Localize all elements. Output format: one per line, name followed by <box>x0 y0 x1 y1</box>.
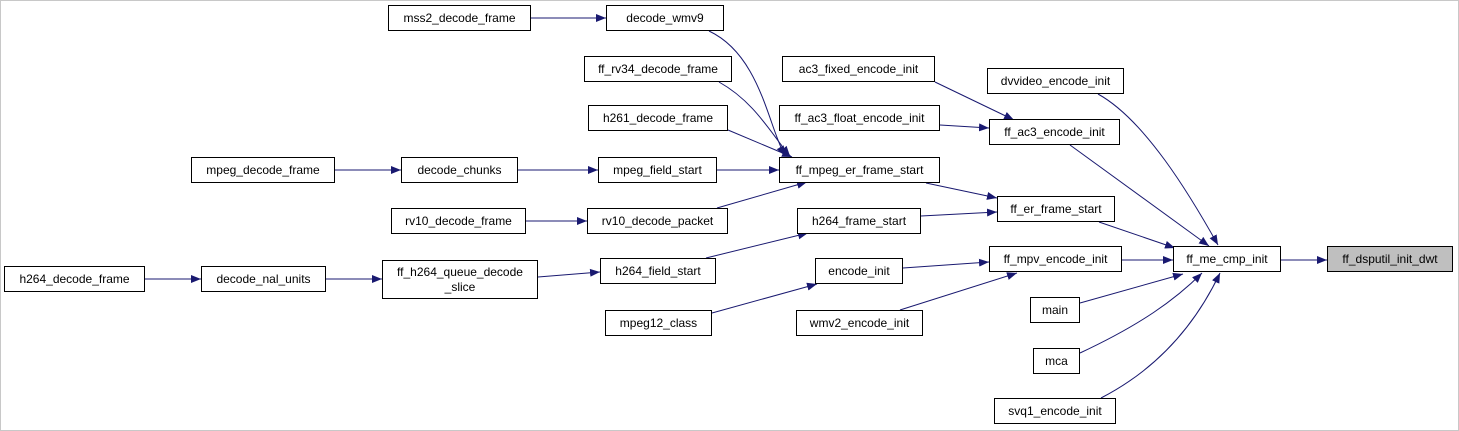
node-label: ff_ac3_encode_init <box>1004 124 1105 139</box>
edge-decode-wmv9-to-ff-mpeg-er-frame-start <box>708 30 786 157</box>
node-label: ff_mpv_encode_init <box>1003 251 1108 266</box>
node-label: decode_wmv9 <box>626 10 704 25</box>
edge-rv34-to-ff-mpeg-er-frame-start <box>718 81 791 157</box>
node-label: svq1_encode_init <box>1008 403 1102 418</box>
node-h261-decode-frame[interactable]: h261_decode_frame <box>588 105 728 131</box>
node-label: encode_init <box>828 263 890 278</box>
node-label: main <box>1041 302 1068 317</box>
node-ff-rv34-decode-frame[interactable]: ff_rv34_decode_frame <box>584 56 732 82</box>
node-label: mpeg_field_start <box>613 162 702 177</box>
node-label-line-1: ff_h264_queue_decode <box>397 264 523 279</box>
node-label: dvvideo_encode_init <box>1000 73 1111 88</box>
node-mpeg12-class[interactable]: mpeg12_class <box>605 310 712 336</box>
node-label: decode_nal_units <box>216 271 311 286</box>
node-mca[interactable]: mca <box>1033 348 1080 374</box>
node-decode-nal-units[interactable]: decode_nal_units <box>201 266 326 292</box>
edge-svq1-to-ff-me-cmp-init <box>1100 272 1221 399</box>
edge-ac3-fixed-to-ff-ac3-encode-init <box>934 81 1015 121</box>
node-label: rv10_decode_packet <box>601 213 714 228</box>
edge-mpeg12-class-to-encode-init <box>711 282 818 314</box>
edge-main-to-ff-me-cmp-init <box>1079 272 1184 304</box>
node-label: mca <box>1045 353 1068 368</box>
node-label: ff_ac3_float_encode_init <box>794 110 925 125</box>
node-ac3-fixed-encode-init[interactable]: ac3_fixed_encode_init <box>782 56 935 82</box>
node-decode-chunks[interactable]: decode_chunks <box>401 157 518 183</box>
node-ff-dsputil-init-dwt: ff_dsputil_init_dwt <box>1327 246 1453 272</box>
edge-ff-mpeg-er-frame-start-to-ff-er-frame-start <box>925 182 998 200</box>
edge-dvvideo-to-ff-me-cmp-init <box>1097 93 1219 246</box>
node-rv10-decode-frame[interactable]: rv10_decode_frame <box>391 208 526 234</box>
node-ff-ac3-float-encode-init[interactable]: ff_ac3_float_encode_init <box>779 105 940 131</box>
edge-wmv2-encode-init-to-ff-mpv-encode-init <box>899 272 1018 311</box>
edge-ff-er-frame-start-to-ff-me-cmp-init <box>1098 221 1176 249</box>
node-label: rv10_decode_frame <box>405 213 512 228</box>
edge-h261-to-ff-mpeg-er-frame-start <box>727 129 793 158</box>
node-wmv2-encode-init[interactable]: wmv2_encode_init <box>796 310 923 336</box>
node-label: ff_mpeg_er_frame_start <box>795 162 924 177</box>
node-mpeg-field-start[interactable]: mpeg_field_start <box>598 157 717 183</box>
node-dvvideo-encode-init[interactable]: dvvideo_encode_init <box>987 68 1124 94</box>
node-label: h261_decode_frame <box>602 110 714 125</box>
node-label: decode_chunks <box>417 162 502 177</box>
edge-queue-slice-to-h264-field-start <box>537 268 601 278</box>
node-ff-ac3-encode-init[interactable]: ff_ac3_encode_init <box>989 119 1120 145</box>
node-label: wmv2_encode_init <box>809 315 910 330</box>
node-svq1-encode-init[interactable]: svq1_encode_init <box>994 398 1116 424</box>
node-h264-field-start[interactable]: h264_field_start <box>600 258 716 284</box>
edge-h264-field-start-to-h264-frame-start <box>705 231 809 259</box>
node-h264-decode-frame[interactable]: h264_decode_frame <box>4 266 145 292</box>
node-label: mpeg12_class <box>619 315 698 330</box>
edge-rv10-decode-packet-to-ff-mpeg-er-frame-start <box>716 180 808 209</box>
node-label: h264_decode_frame <box>19 271 130 286</box>
node-mss2-decode-frame[interactable]: mss2_decode_frame <box>388 5 531 31</box>
node-label: ff_dsputil_init_dwt <box>1342 251 1438 266</box>
node-label: ff_rv34_decode_frame <box>598 61 718 76</box>
node-label: h264_frame_start <box>811 213 907 228</box>
node-label: ff_me_cmp_init <box>1186 251 1268 266</box>
edge-ff-ac3-encode-init-to-ff-me-cmp-init <box>1069 144 1210 247</box>
node-label-line-2: _slice <box>444 279 476 294</box>
node-ff-mpeg-er-frame-start[interactable]: ff_mpeg_er_frame_start <box>779 157 940 183</box>
edge-encode-init-to-ff-mpv-encode-init <box>902 258 990 269</box>
node-label: mss2_decode_frame <box>403 10 516 25</box>
node-label: ff_er_frame_start <box>1010 201 1102 216</box>
node-ff-h264-queue-decode-slice[interactable]: ff_h264_queue_decode_slice <box>382 260 538 299</box>
node-rv10-decode-packet[interactable]: rv10_decode_packet <box>587 208 728 234</box>
node-ff-me-cmp-init[interactable]: ff_me_cmp_init <box>1173 246 1281 272</box>
node-ff-er-frame-start[interactable]: ff_er_frame_start <box>997 196 1115 222</box>
node-label: h264_field_start <box>615 263 701 278</box>
edge-mca-to-ff-me-cmp-init <box>1079 272 1203 354</box>
node-main[interactable]: main <box>1030 297 1080 323</box>
node-encode-init[interactable]: encode_init <box>815 258 903 284</box>
edge-ac3-float-to-ff-ac3-encode-init <box>939 123 990 132</box>
edge-h264-frame-start-to-ff-er-frame-start <box>920 208 998 217</box>
node-label: mpeg_decode_frame <box>206 162 320 177</box>
node-decode-wmv9[interactable]: decode_wmv9 <box>606 5 724 31</box>
node-h264-frame-start[interactable]: h264_frame_start <box>797 208 921 234</box>
node-label: ac3_fixed_encode_init <box>798 61 919 76</box>
node-mpeg-decode-frame[interactable]: mpeg_decode_frame <box>191 157 335 183</box>
node-ff-mpv-encode-init[interactable]: ff_mpv_encode_init <box>989 246 1122 272</box>
